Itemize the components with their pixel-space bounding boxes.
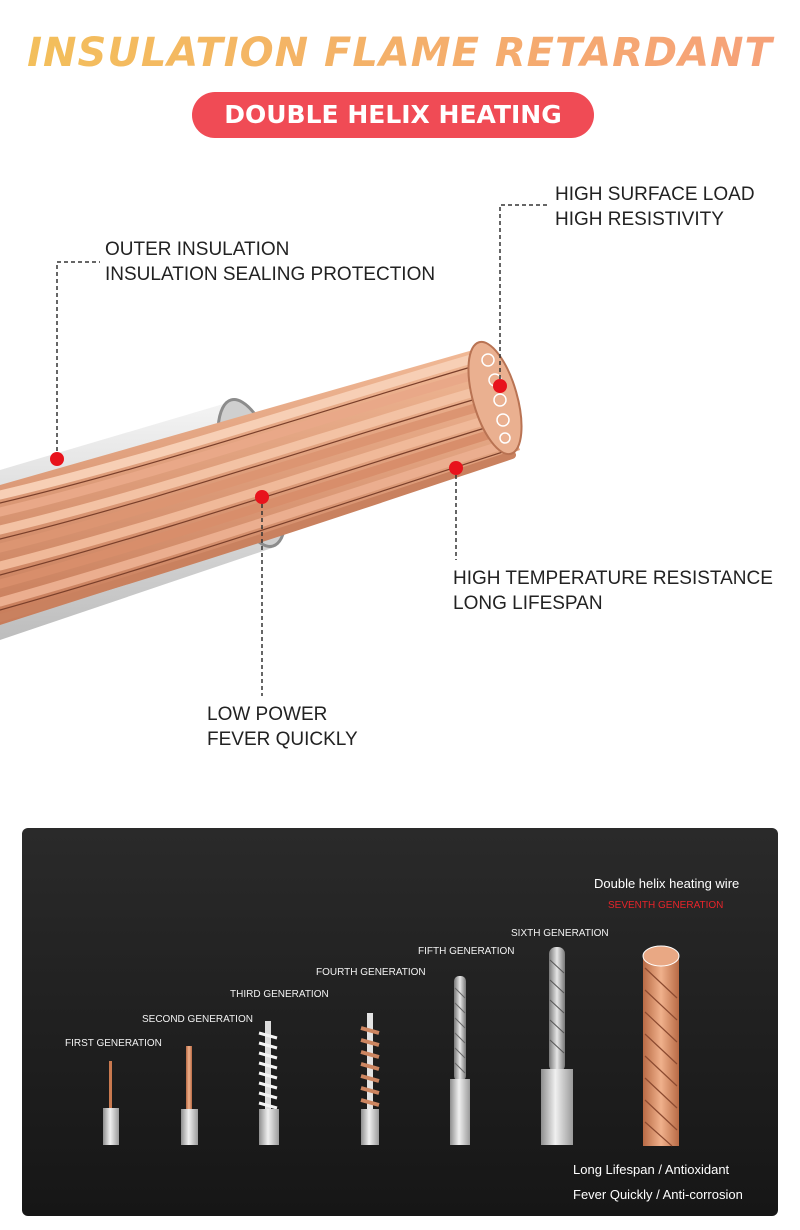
page-title: INSULATION FLAME RETARDANT (0, 30, 800, 76)
callout-outer-line2: INSULATION SEALING PROTECTION (105, 264, 436, 285)
callout-surface-line2: HIGH RESISTIVITY (555, 209, 724, 230)
gen-label-6: SIXTH GENERATION (511, 928, 609, 939)
callout-power-line1: LOW POWER (207, 704, 328, 725)
gen1-wire (103, 1061, 119, 1145)
gen-label-7: SEVENTH GENERATION (608, 900, 724, 911)
feature-fever-quickly: Fever Quickly (573, 1187, 653, 1202)
callout-surface-line1: HIGH SURFACE LOAD (555, 184, 755, 205)
marker-temperature (449, 461, 463, 475)
wire-body (0, 340, 523, 640)
marker-power (255, 490, 269, 504)
subtitle-badge: DOUBLE HELIX HEATING WIRE (192, 92, 594, 175)
callout-leaders (56, 204, 548, 696)
gen6-wire (541, 947, 573, 1145)
feature-separator: / (656, 1187, 660, 1202)
leader-outer (56, 261, 100, 458)
gen-label-4: FOURTH GENERATION (316, 967, 426, 978)
gen-label-1: FIRST GENERATION (65, 1038, 162, 1049)
marker-surface (493, 379, 507, 393)
callout-low-power: LOW POWER FEVER QUICKLY (207, 702, 358, 752)
callout-surface-load: HIGH SURFACE LOAD HIGH RESISTIVITY (555, 182, 755, 232)
gen2-wire (181, 1046, 198, 1145)
callout-temperature: HIGH TEMPERATURE RESISTANCE LONG LIFESPA… (453, 566, 773, 616)
marker-outer (50, 452, 64, 466)
feature-anti-corrosion: Anti-corrosion (662, 1187, 743, 1202)
gen3-wire (258, 1021, 279, 1145)
feature-row-2: Fever Quickly / Anti-corrosion (573, 1187, 743, 1202)
callout-temperature-line2: LONG LIFESPAN (453, 593, 603, 614)
callout-outer-insulation: OUTER INSULATION INSULATION SEALING PROT… (105, 237, 435, 287)
callout-outer-line1: OUTER INSULATION (105, 239, 290, 260)
gen5-wire (450, 976, 470, 1145)
product-name: Double helix heating wire (594, 876, 740, 891)
feature-separator: / (658, 1162, 662, 1177)
gen-label-3: THIRD GENERATION (230, 989, 329, 1000)
callout-power-line2: FEVER QUICKLY (207, 729, 358, 750)
gen7-wire (642, 945, 680, 1147)
feature-antioxidant: Antioxidant (664, 1162, 730, 1177)
callout-temperature-line1: HIGH TEMPERATURE RESISTANCE (453, 568, 773, 589)
callout-markers (50, 379, 507, 504)
feature-long-lifespan: Long Lifespan (573, 1162, 655, 1177)
gen-label-5: FIFTH GENERATION (418, 946, 515, 957)
copper-strands (0, 350, 517, 622)
feature-row-1: Long Lifespan / Antioxidant (573, 1162, 729, 1177)
generations-panel: Double helix heating wire SEVENTH GENERA… (22, 828, 778, 1216)
leader-surface (499, 204, 548, 386)
wire-illustration (0, 204, 548, 696)
generations-illustration (103, 945, 680, 1147)
gen4-wire (360, 1013, 380, 1145)
gen-label-2: SECOND GENERATION (142, 1014, 253, 1025)
